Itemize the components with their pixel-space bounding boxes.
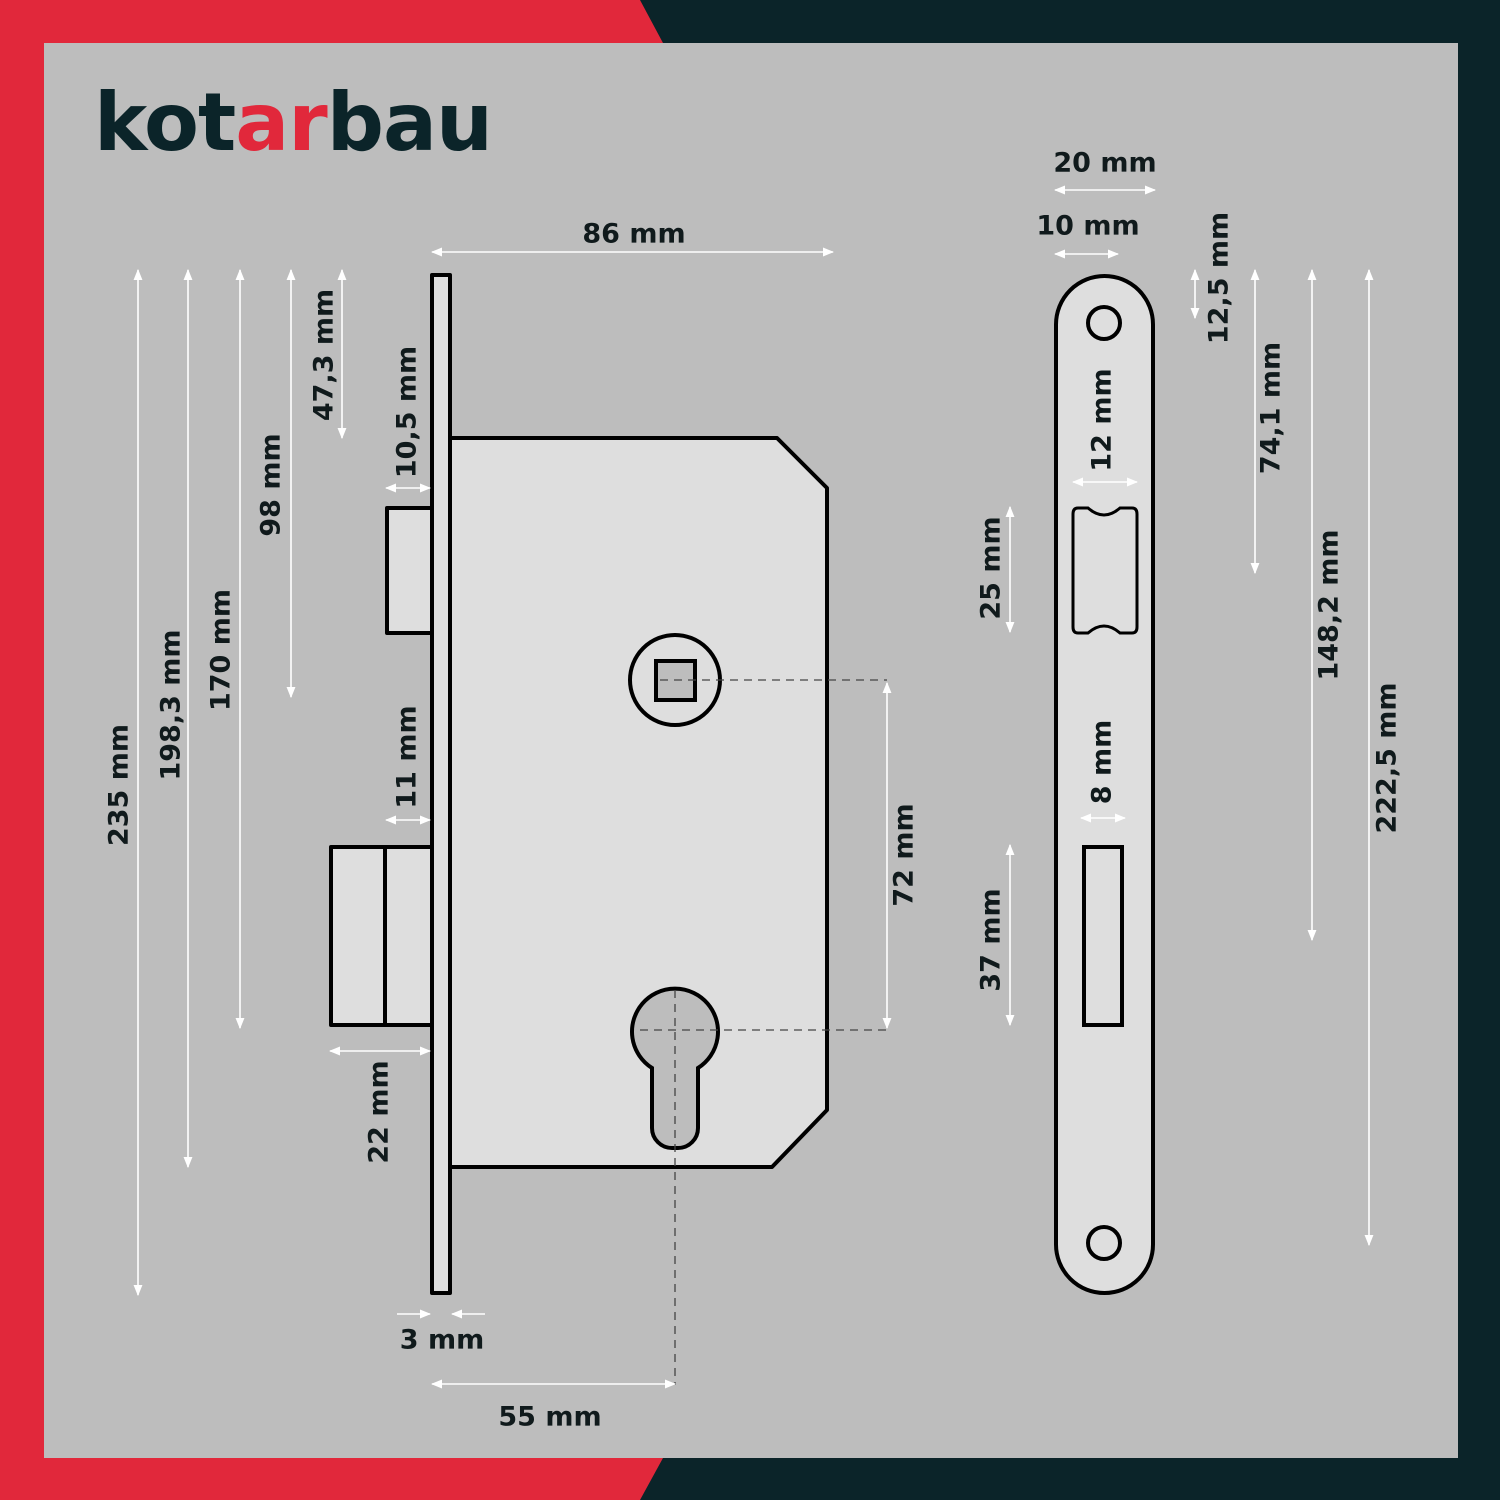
label-98: 98 mm [256, 433, 287, 536]
dimension-labels: 235 mm 198,3 mm 170 mm 98 mm 47,3 mm 10,… [104, 148, 1403, 1433]
label-198: 198,3 mm [156, 629, 187, 780]
faceplate [430, 273, 452, 1295]
label-strike-148: 148,2 mm [1314, 529, 1345, 680]
label-overall-height: 235 mm [104, 724, 135, 846]
label-170: 170 mm [206, 589, 237, 711]
label-faceplate-thickness: 3 mm [400, 1325, 484, 1356]
brand-logo: kotarbau [94, 76, 492, 169]
screw-hole-bottom [1086, 1225, 1122, 1261]
label-body-depth: 86 mm [582, 219, 685, 250]
label-latch-projection: 10,5 mm [392, 346, 423, 478]
label-center-distance: 72 mm [889, 803, 920, 906]
label-backset: 55 mm [498, 1402, 601, 1433]
label-strike-bolt-height: 37 mm [976, 888, 1007, 991]
label-strike-bolt-width: 8 mm [1087, 720, 1118, 804]
dimension-lines [133, 185, 1374, 1389]
label-strike-12: 12,5 mm [1204, 212, 1235, 344]
label-strike-222: 222,5 mm [1372, 682, 1403, 833]
latch [385, 506, 434, 635]
label-strike-width: 20 mm [1053, 148, 1156, 179]
label-strike-74: 74,1 mm [1256, 342, 1287, 474]
mortise-lock [329, 273, 887, 1385]
label-strike-latch-height: 25 mm [976, 516, 1007, 619]
strike-plate [1054, 274, 1155, 1295]
label-strike-half-width: 10 mm [1036, 211, 1139, 242]
cylinder-hole [630, 986, 720, 1150]
label-47: 47,3 mm [309, 289, 340, 421]
label-strike-latch-width: 12 mm [1087, 368, 1118, 471]
label-bolt-projection: 11 mm [392, 705, 423, 808]
strike-bolt-opening [1082, 845, 1124, 1027]
label-bolt-throw: 22 mm [364, 1060, 395, 1163]
strike-latch-opening [1071, 506, 1139, 635]
deadbolt [329, 845, 434, 1027]
screw-hole-top [1086, 305, 1122, 341]
